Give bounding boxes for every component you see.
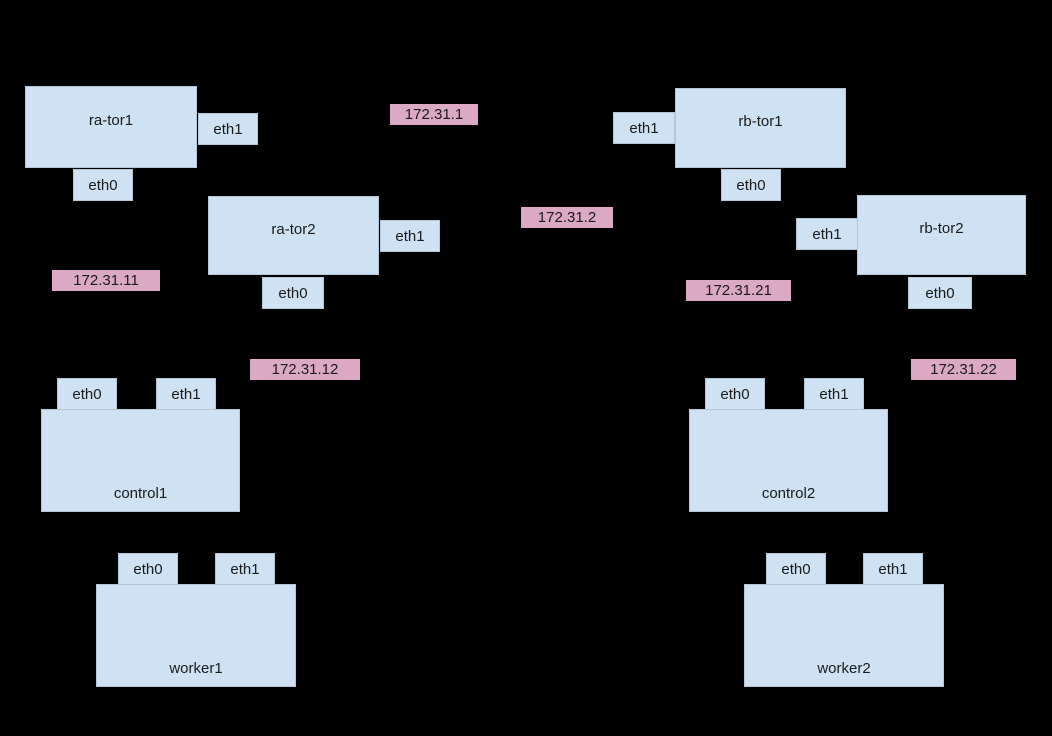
- port-control2-eth0[interactable]: eth0: [705, 378, 765, 410]
- node-label-worker2: worker2: [817, 660, 871, 677]
- port-rb-tor2-eth0[interactable]: eth0: [908, 277, 972, 309]
- ip-tag-subnet-172-31-11: 172.31.11: [52, 270, 160, 291]
- node-ra-tor2[interactable]: ra-tor2: [208, 196, 379, 275]
- ip-tag-subnet-172-31-1: 172.31.1: [390, 104, 478, 125]
- port-rb-tor1-eth0[interactable]: eth0: [721, 169, 781, 201]
- node-label-rb-tor2: rb-tor2: [919, 220, 964, 237]
- node-rb-tor2[interactable]: rb-tor2: [857, 195, 1026, 275]
- node-worker2[interactable]: worker2: [744, 584, 944, 687]
- port-control1-eth0[interactable]: eth0: [57, 378, 117, 410]
- ip-tag-subnet-172-31-22: 172.31.22: [911, 359, 1016, 380]
- node-worker1[interactable]: worker1: [96, 584, 296, 687]
- node-control1[interactable]: control1: [41, 409, 240, 512]
- port-ra-tor2-eth0[interactable]: eth0: [262, 277, 324, 309]
- port-rb-tor2-eth1[interactable]: eth1: [796, 218, 858, 250]
- port-control1-eth1[interactable]: eth1: [156, 378, 216, 410]
- port-control2-eth1[interactable]: eth1: [804, 378, 864, 410]
- port-ra-tor1-eth0[interactable]: eth0: [73, 169, 133, 201]
- node-label-rb-tor1: rb-tor1: [738, 113, 783, 130]
- ip-tag-subnet-172-31-2: 172.31.2: [521, 207, 613, 228]
- port-worker2-eth0[interactable]: eth0: [766, 553, 826, 585]
- ip-tag-subnet-172-31-12: 172.31.12: [250, 359, 360, 380]
- port-ra-tor2-eth1[interactable]: eth1: [380, 220, 440, 252]
- node-label-ra-tor2: ra-tor2: [271, 221, 316, 238]
- node-label-worker1: worker1: [169, 660, 223, 677]
- node-label-control2: control2: [761, 485, 816, 502]
- node-control2[interactable]: control2: [689, 409, 888, 512]
- node-ra-tor1[interactable]: ra-tor1: [25, 86, 197, 168]
- port-worker1-eth0[interactable]: eth0: [118, 553, 178, 585]
- port-worker1-eth1[interactable]: eth1: [215, 553, 275, 585]
- port-ra-tor1-eth1[interactable]: eth1: [198, 113, 258, 145]
- node-label-control1: control1: [113, 485, 168, 502]
- ip-tag-subnet-172-31-21: 172.31.21: [686, 280, 791, 301]
- node-rb-tor1[interactable]: rb-tor1: [675, 88, 846, 168]
- node-label-ra-tor1: ra-tor1: [88, 112, 134, 129]
- port-rb-tor1-eth1[interactable]: eth1: [613, 112, 675, 144]
- port-worker2-eth1[interactable]: eth1: [863, 553, 923, 585]
